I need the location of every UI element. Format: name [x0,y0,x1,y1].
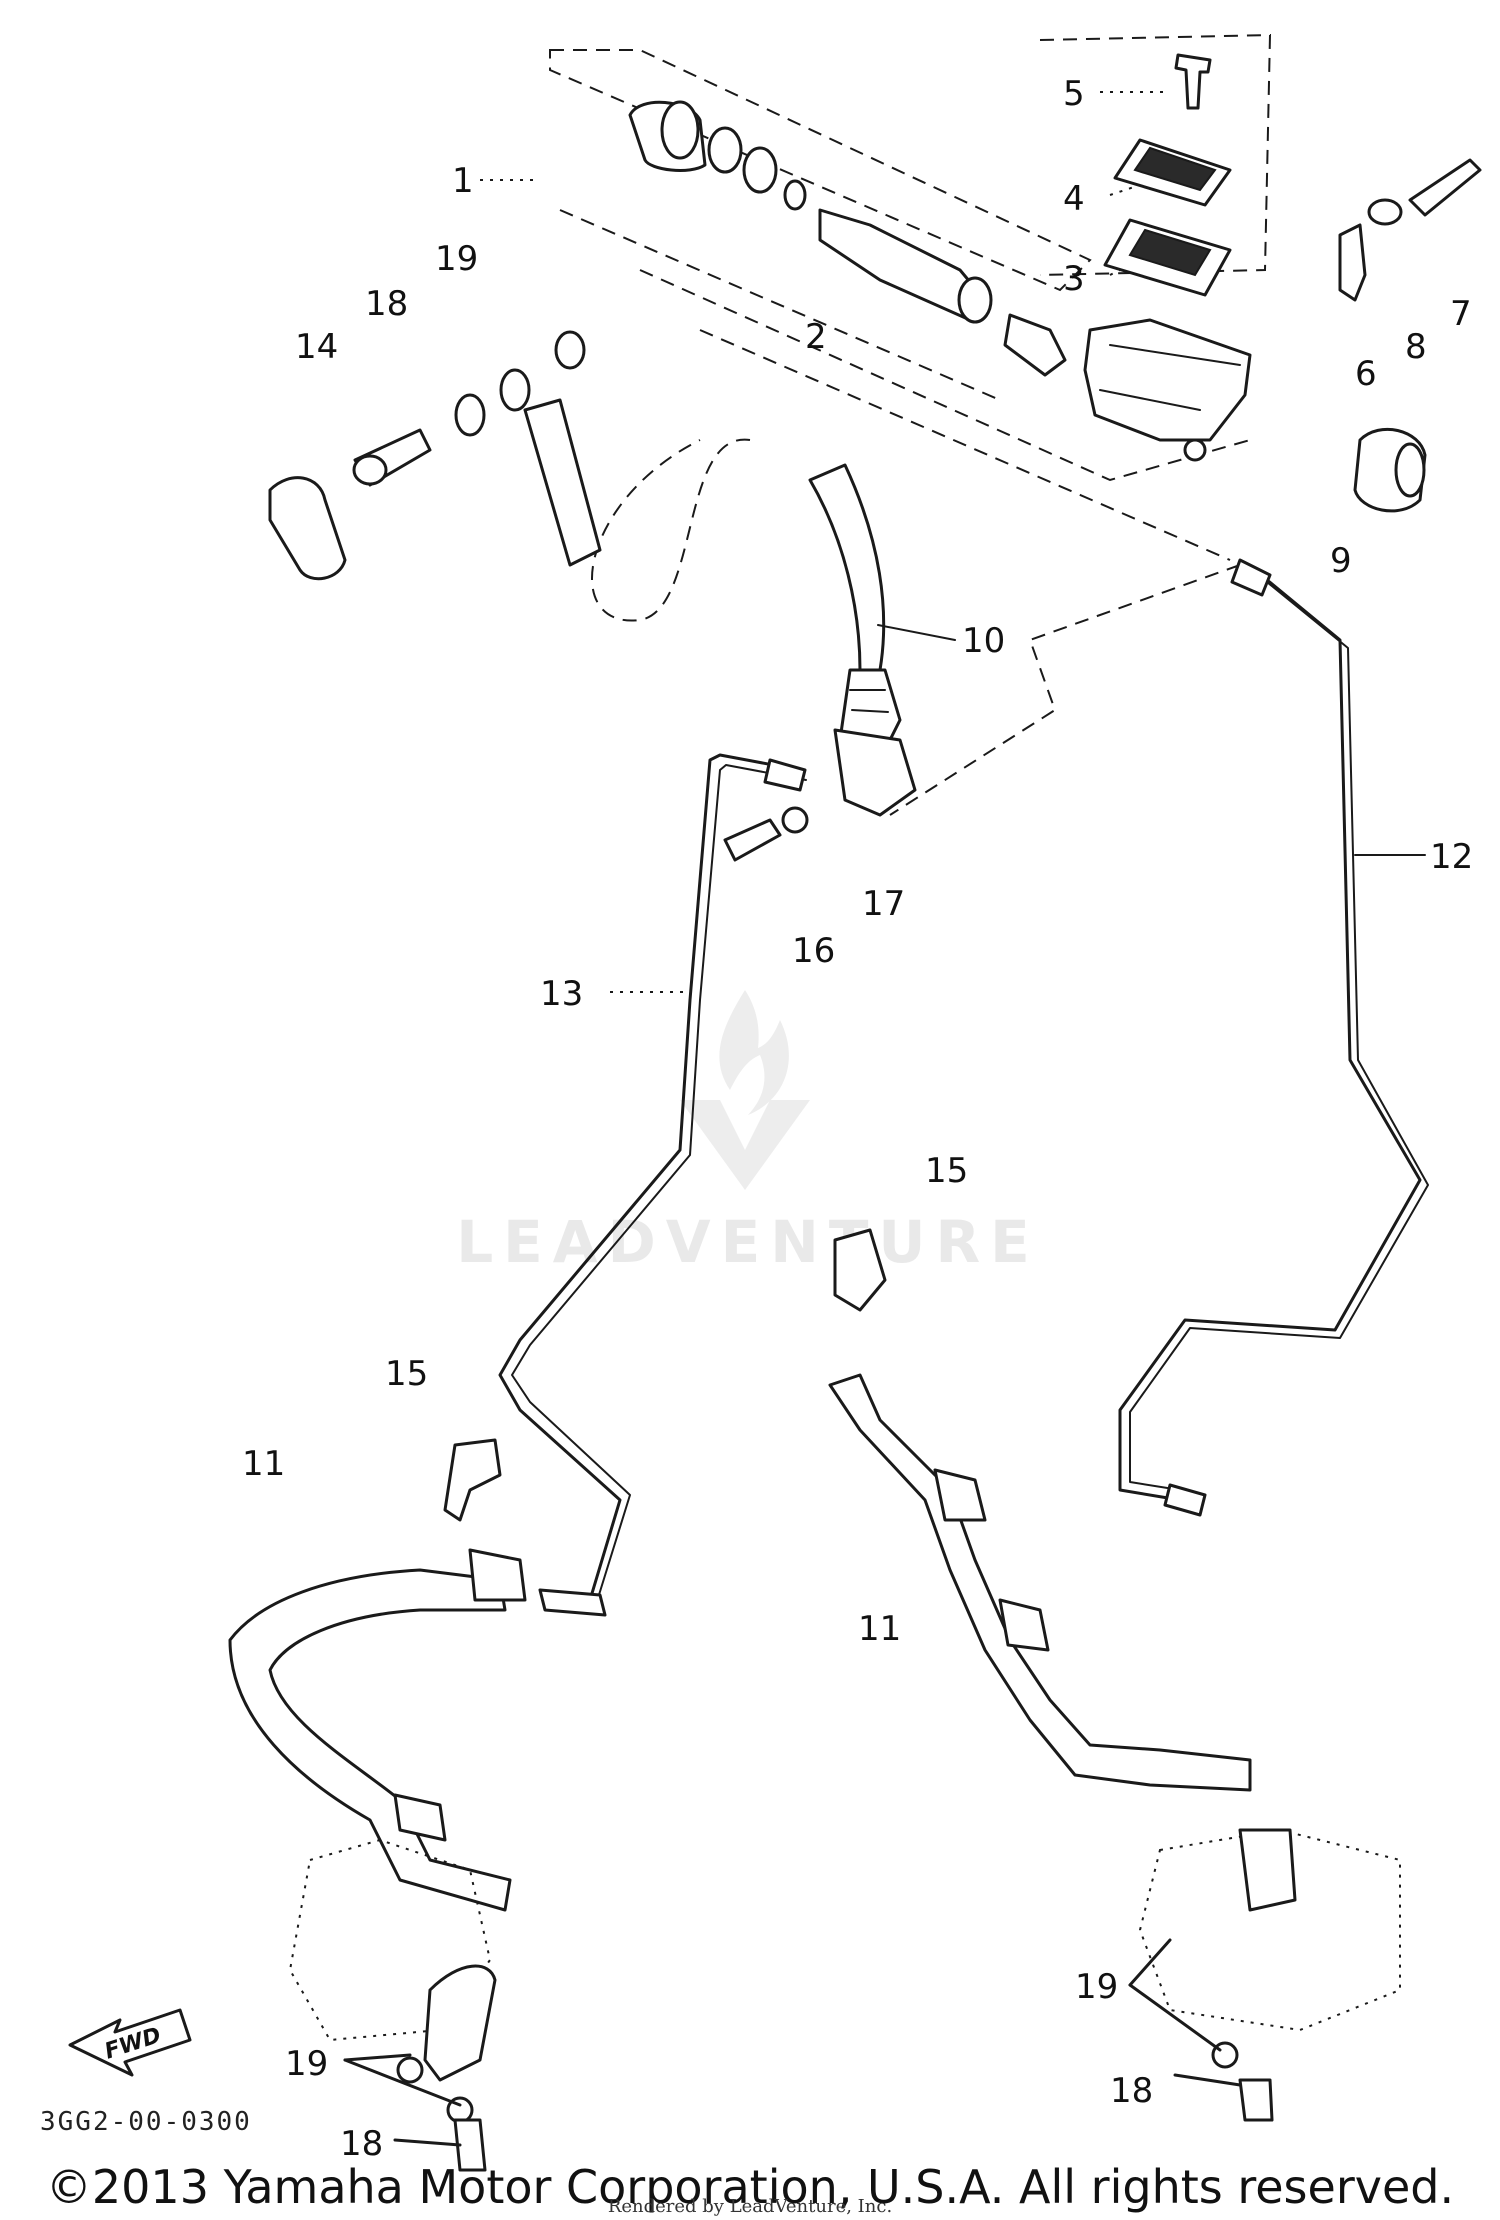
callout-11-left: 11 [242,1444,285,1484]
callout-1: 1 [452,161,474,201]
cap-screw-part5 [1174,53,1212,110]
callout-11-right: 11 [858,1609,901,1649]
callout-10: 10 [962,621,1005,661]
brake-pipe-part13 [498,753,807,1617]
callout-2: 2 [805,317,827,357]
brake-switch-parts-14-19 [268,330,602,581]
master-cylinder-piston-kit [628,100,993,324]
callout-16: 16 [792,931,835,971]
reservoir-cap-part4 [1113,138,1232,207]
banjo-bolt-part2 [1003,313,1067,377]
callout-8: 8 [1405,327,1427,367]
callout-19-left: 19 [285,2044,328,2084]
callout-18-right: 18 [1110,2071,1153,2111]
copyright-notice: ©2013 Yamaha Motor Corporation, U.S.A. A… [45,2160,1455,2214]
hose-clip-part15-right [833,1228,887,1312]
callout-5: 5 [1063,74,1085,114]
callout-3: 3 [1063,259,1085,299]
watermark-text: LEADVENTURE [456,1208,1040,1276]
callout-13: 13 [540,974,583,1014]
caliper-left-outline [288,1838,497,2172]
callout-9: 9 [1330,541,1352,581]
callout-14: 14 [295,327,338,367]
callout-18-top: 18 [365,284,408,324]
callout-6: 6 [1355,354,1377,394]
master-cylinder-housing [1083,318,1252,462]
rendered-by-note: Rendered by LeadVenture, Inc. [607,2196,893,2217]
callout-15-left: 15 [385,1354,428,1394]
leader-lines [343,91,1426,2147]
brake-hose-part11-left [228,1548,527,1912]
hose-clip-part15-left [443,1438,502,1522]
callout-17: 17 [862,884,905,924]
callout-4: 4 [1063,179,1085,219]
diagram-number: 3GG2-00-0300 [40,2107,252,2137]
brake-pipe-part12 [1118,558,1429,1517]
callout-12: 12 [1430,837,1473,877]
callout-15-right: 15 [925,1151,968,1191]
boot-part9 [1353,427,1427,513]
callout-18-left: 18 [340,2124,383,2164]
callout-7: 7 [1450,294,1472,334]
brake-hose-part10 [808,463,917,817]
callout-19-right: 19 [1075,1967,1118,2007]
brake-hose-part11-right [828,1373,1252,1792]
callouts: 1 2 3 4 5 6 7 8 9 10 11 11 12 13 14 15 1… [242,74,1473,2164]
caliper-right-outline [1138,1828,1401,2122]
lever-bracket-part6-8 [1338,158,1482,302]
union-bolt-parts16-17 [723,806,809,862]
leadventure-watermark: LEADVENTURE [456,990,1040,1276]
reservoir-diaphragm-part3 [1103,218,1232,297]
forward-arrow: FWD [68,2008,192,2077]
callout-19-top: 19 [435,239,478,279]
